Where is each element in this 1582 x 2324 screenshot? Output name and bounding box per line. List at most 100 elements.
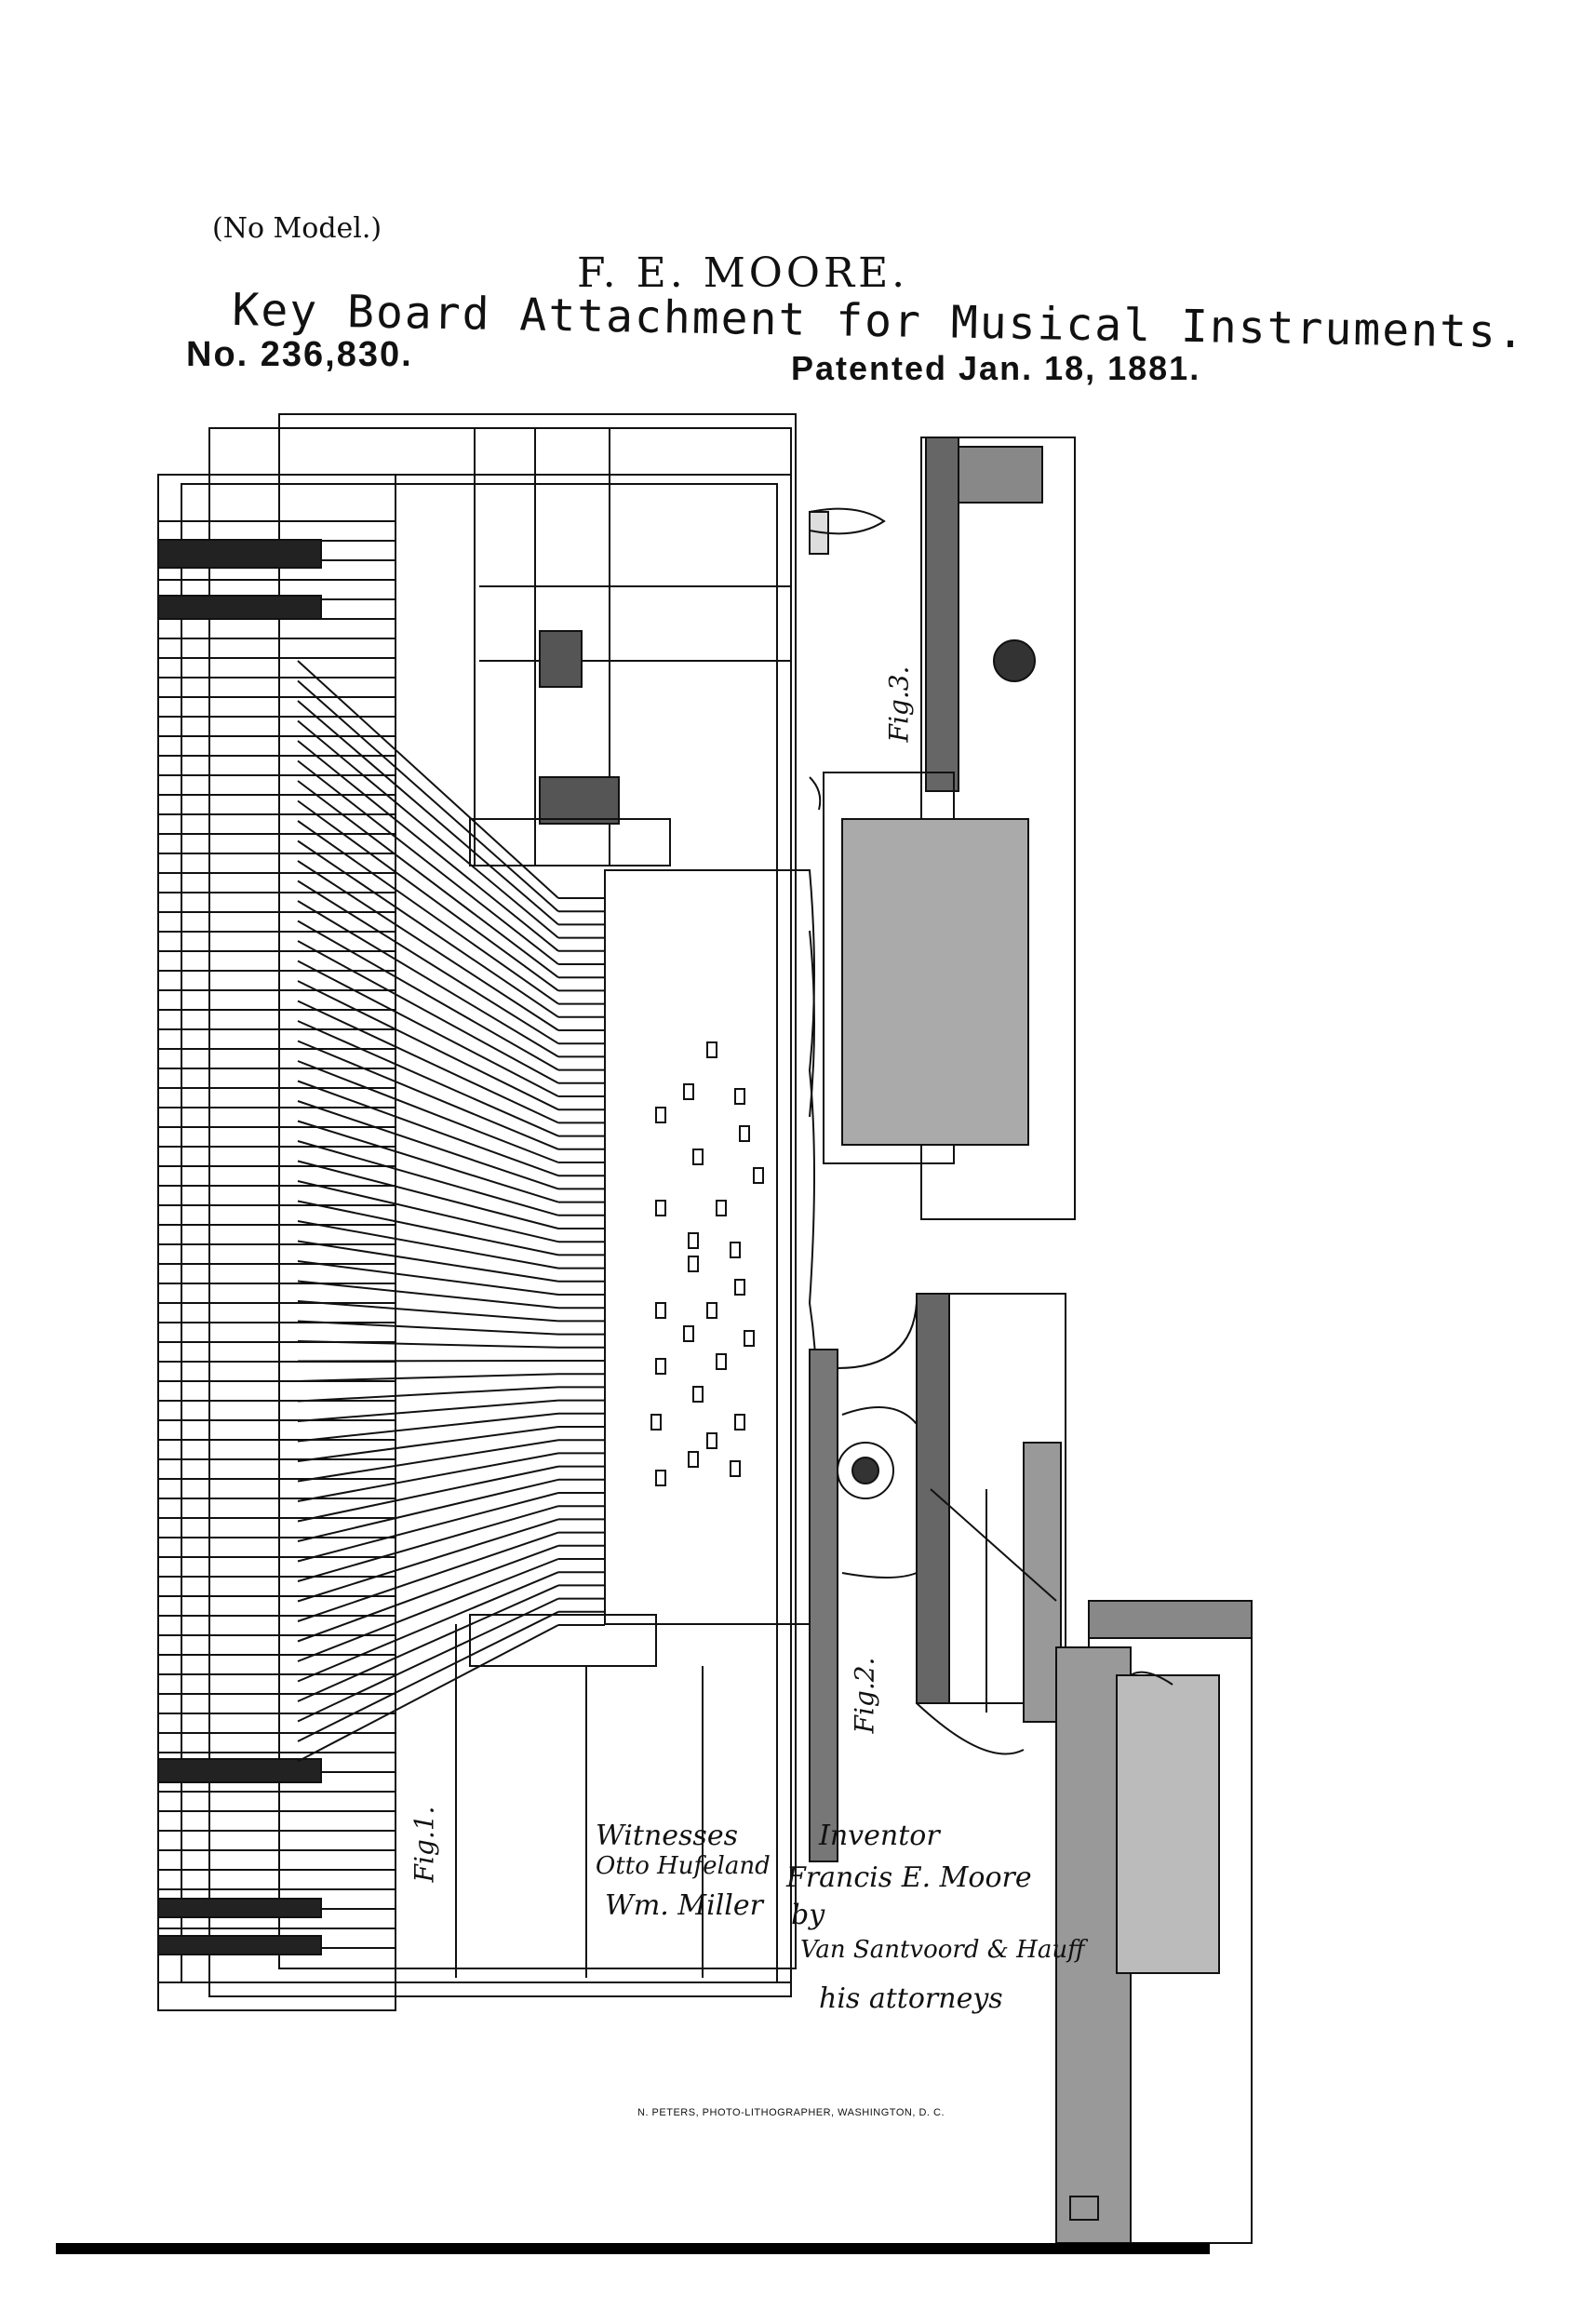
lever-line bbox=[297, 1360, 559, 1363]
lever-line bbox=[297, 1505, 559, 1582]
lever-line bbox=[297, 1492, 559, 1563]
witnesses-label: Witnesses bbox=[596, 1820, 738, 1852]
by-label: by bbox=[791, 1899, 825, 1931]
sheet-hole bbox=[706, 1302, 717, 1319]
lever-line bbox=[297, 880, 559, 1045]
lever-line bbox=[297, 1300, 559, 1323]
black-key bbox=[157, 1935, 322, 1955]
lever-line bbox=[297, 1200, 559, 1256]
sheet-hole bbox=[692, 1386, 704, 1403]
model-note: (No Model.) bbox=[212, 212, 382, 245]
lever-line bbox=[297, 719, 559, 939]
lever-line bbox=[297, 1220, 559, 1269]
lever-line bbox=[297, 1260, 559, 1296]
lever-line bbox=[297, 1320, 559, 1336]
lever-line bbox=[297, 1140, 559, 1216]
lever-line bbox=[297, 1465, 559, 1523]
black-key bbox=[157, 1898, 322, 1918]
lever-line bbox=[297, 1544, 559, 1643]
lever-line bbox=[297, 840, 559, 1018]
sheet-hole bbox=[734, 1088, 745, 1105]
lever-line bbox=[297, 1412, 559, 1443]
inventor-signature: Francis E. Moore bbox=[786, 1861, 1032, 1894]
sheet-hole bbox=[655, 1302, 666, 1319]
lever-line bbox=[297, 1340, 559, 1349]
sheet-hole bbox=[706, 1432, 717, 1449]
sheet-hole bbox=[655, 1200, 666, 1216]
fig3-label: Fig.3. bbox=[883, 665, 915, 743]
lithographer-credit: N. PETERS, PHOTO-LITHOGRAPHER, WASHINGTO… bbox=[637, 2107, 945, 2118]
lever-line bbox=[297, 920, 559, 1071]
sheet-hole bbox=[716, 1200, 727, 1216]
sheet-hole bbox=[744, 1330, 755, 1347]
lever-line bbox=[297, 1020, 559, 1137]
key-levers bbox=[297, 660, 605, 1763]
lever-line bbox=[297, 1280, 559, 1310]
fig1-label: Fig.1. bbox=[409, 1806, 440, 1883]
fig2-label: Fig.2. bbox=[849, 1657, 880, 1734]
fig1-keyboard-drawing bbox=[157, 413, 818, 2011]
sheet-hole bbox=[734, 1414, 745, 1431]
lever-line bbox=[297, 780, 559, 978]
lever-line bbox=[297, 900, 559, 1058]
witness-2-signature: Wm. Miller bbox=[605, 1889, 763, 1922]
lever-line bbox=[297, 679, 559, 912]
lever-line bbox=[297, 759, 559, 965]
lever-line bbox=[297, 1100, 559, 1190]
sheet-hole bbox=[655, 1470, 666, 1486]
lever-line bbox=[297, 660, 559, 899]
lever-line bbox=[297, 860, 559, 1031]
sheet-hole bbox=[739, 1125, 750, 1142]
fig4-side-view bbox=[1055, 1600, 1253, 2244]
music-sheet-holes bbox=[650, 1041, 764, 1486]
sheet-hole bbox=[688, 1232, 699, 1249]
fig2-side-view bbox=[809, 1293, 1066, 1862]
sheet-hole bbox=[730, 1460, 741, 1477]
sheet-hole bbox=[688, 1256, 699, 1272]
sheet-hole bbox=[683, 1083, 694, 1100]
lever-line bbox=[297, 1478, 559, 1542]
lever-line bbox=[297, 960, 559, 1097]
lever-line bbox=[297, 1426, 559, 1462]
lever-line bbox=[297, 1000, 559, 1124]
patent-date: Patented Jan. 18, 1881. bbox=[791, 349, 1201, 387]
sheet-hole bbox=[716, 1353, 727, 1370]
lever-line bbox=[297, 1624, 559, 1763]
black-key bbox=[157, 595, 322, 620]
lever-line bbox=[297, 1120, 559, 1203]
lever-line bbox=[297, 1180, 559, 1243]
lever-line bbox=[297, 1531, 559, 1622]
lever-line bbox=[297, 740, 559, 952]
lever-line bbox=[297, 1558, 559, 1662]
lever-line bbox=[297, 1399, 559, 1422]
sheet-hole bbox=[655, 1358, 666, 1375]
sheet-hole bbox=[683, 1325, 694, 1342]
fig3-side-view bbox=[809, 437, 1076, 1220]
scan-edge-bar bbox=[56, 2243, 1210, 2254]
lever-line bbox=[297, 1597, 559, 1723]
lever-line bbox=[297, 1584, 559, 1702]
black-key bbox=[157, 1758, 322, 1783]
attorneys-signature: Van Santvoord & Hauff bbox=[800, 1936, 1085, 1964]
lever-line bbox=[297, 1060, 559, 1163]
sheet-hole bbox=[753, 1167, 764, 1184]
lever-line bbox=[297, 1518, 559, 1603]
black-key bbox=[157, 539, 322, 569]
lever-line bbox=[297, 1386, 559, 1403]
lever-line bbox=[297, 1080, 559, 1177]
lever-line bbox=[297, 1571, 559, 1683]
sheet-hole bbox=[692, 1149, 704, 1165]
lever-line bbox=[297, 1610, 559, 1742]
sheet-hole bbox=[650, 1414, 662, 1431]
lever-line bbox=[297, 1160, 559, 1229]
lever-line bbox=[297, 799, 559, 992]
lever-line bbox=[297, 1240, 559, 1283]
sheet-hole bbox=[706, 1041, 717, 1058]
patent-number: No. 236,830. bbox=[186, 335, 413, 374]
lever-line bbox=[297, 700, 559, 926]
lever-line bbox=[297, 940, 559, 1084]
sheet-hole bbox=[688, 1451, 699, 1468]
sheet-hole bbox=[734, 1279, 745, 1296]
lever-line bbox=[297, 1373, 559, 1382]
